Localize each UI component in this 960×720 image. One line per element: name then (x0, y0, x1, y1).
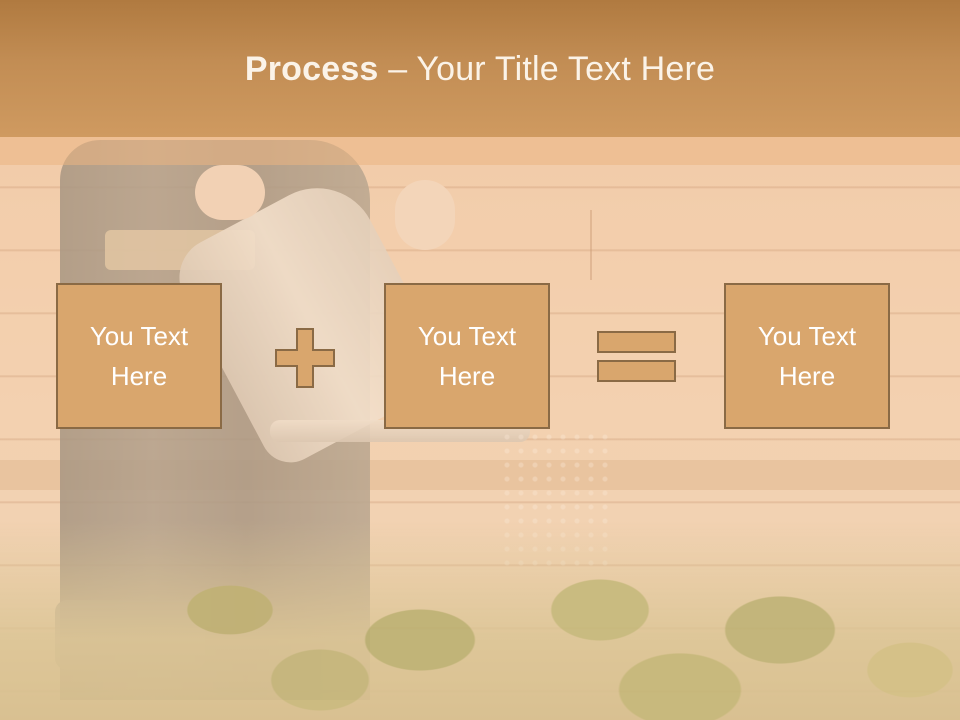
box-text-line2: Here (778, 361, 836, 391)
title-rest: – Your Title Text Here (378, 50, 716, 88)
title-bar (0, 0, 960, 137)
process-box-3[interactable]: You Text Here (724, 283, 890, 429)
process-box-1[interactable]: You Text Here (56, 283, 222, 429)
equals-icon (597, 331, 676, 382)
box-text-line2: Here (110, 361, 168, 391)
plants (0, 520, 960, 720)
process-box-2[interactable]: You Text Here (384, 283, 550, 429)
box-text-line1: You Text (417, 321, 517, 351)
box-text-line1: You Text (757, 321, 857, 351)
box-text-line2: Here (438, 361, 496, 391)
title-bold: Process (244, 50, 379, 88)
box-text-line1: You Text (89, 321, 189, 351)
plus-icon (275, 328, 335, 388)
slide-title[interactable]: Process – Your Title Text Here (0, 50, 960, 89)
